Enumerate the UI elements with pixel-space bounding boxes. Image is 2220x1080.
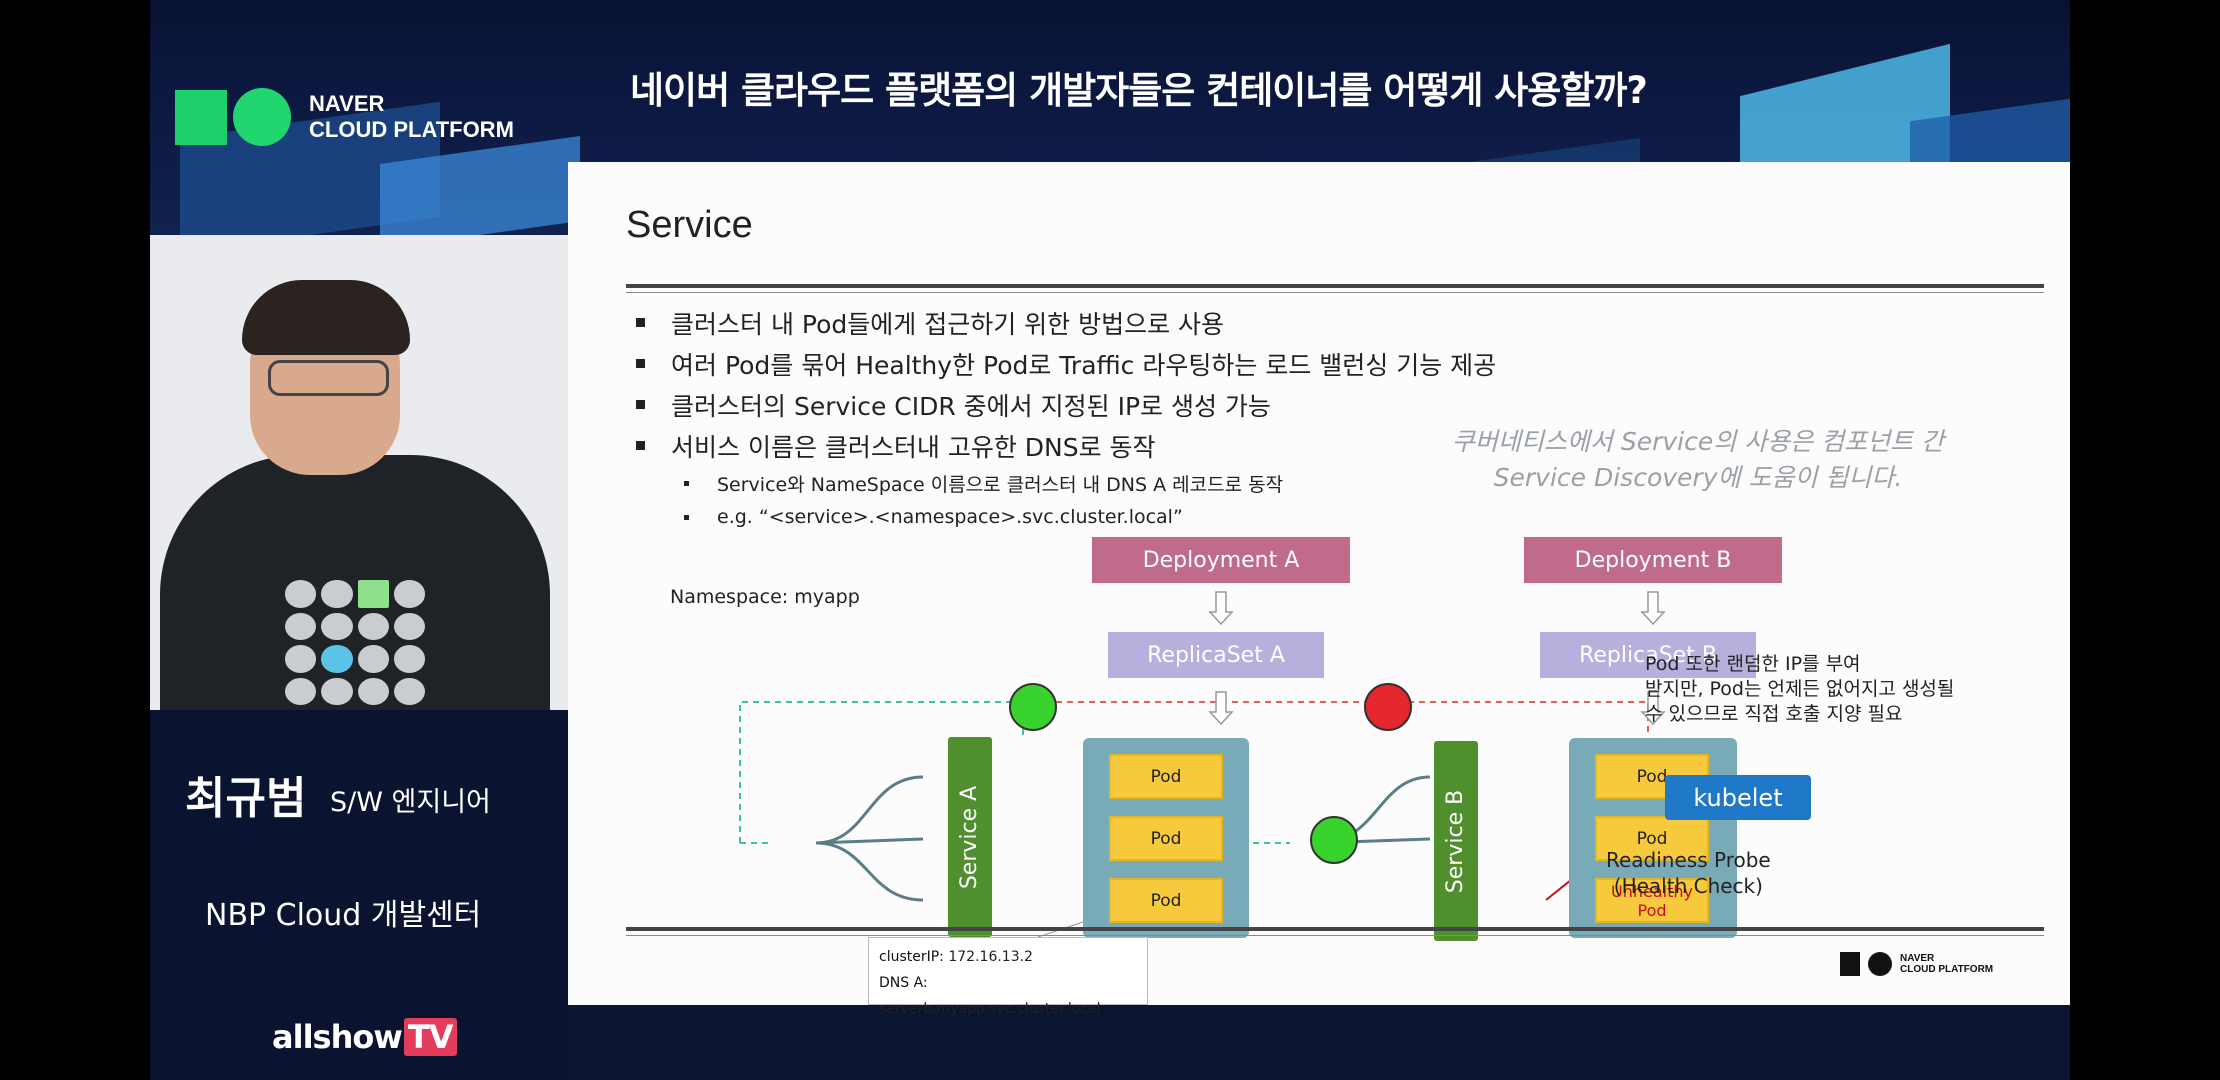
divider bbox=[626, 292, 2044, 293]
glasses-icon bbox=[268, 360, 389, 396]
pod-ip-note: Pod 또한 랜덤한 IP를 부여 받지만, Pod는 언제든 없어지고 생성될… bbox=[1645, 653, 1955, 725]
speaker-caption-panel bbox=[150, 710, 568, 1080]
speaker-body bbox=[160, 455, 550, 710]
tshirt-pattern bbox=[285, 580, 425, 705]
slide-title: Service bbox=[626, 204, 753, 246]
bullet-item: 클러스터 내 Pod들에게 접근하기 위한 방법으로 사용 bbox=[626, 302, 1496, 343]
pod-group-b: Pod Pod Unhealthy Pod bbox=[1569, 738, 1737, 938]
speaker-dept: NBP Cloud 개발센터 bbox=[205, 898, 482, 933]
video-title: 네이버 클라우드 플랫폼의 개발자들은 컨테이너를 어떻게 사용할까? bbox=[630, 69, 1648, 112]
diagram-connectors bbox=[739, 591, 1669, 938]
speaker-name: 최규범 bbox=[185, 773, 307, 824]
unhealthy-frown-icon bbox=[1364, 683, 1412, 731]
readiness-probe-label: Readiness Probe (Health Check) bbox=[1606, 848, 1771, 898]
healthy-smiley-icon bbox=[1009, 683, 1057, 731]
service-b-info-callout: clusterIP: 172.16.13.2 DNS A: serverb.my… bbox=[868, 937, 1148, 1017]
unhealthy-pod: Unhealthy Pod bbox=[1595, 878, 1709, 923]
replicaset-a-box: ReplicaSet A bbox=[1108, 632, 1324, 678]
namespace-label: Namespace: myapp bbox=[670, 586, 860, 608]
presentation-slide: Service 클러스터 내 Pod들에게 접근하기 위한 방법으로 사용 여러… bbox=[568, 162, 2070, 1017]
sub-bullet-item: Service와 NameSpace 이름으로 클러스터 내 DNS A 레코드… bbox=[626, 466, 1496, 500]
healthy-smiley-icon bbox=[1310, 816, 1358, 864]
divider bbox=[626, 935, 2044, 936]
video-frame: NAVER CLOUD PLATFORM 네이버 클라우드 플랫폼의 개발자들은… bbox=[150, 0, 2070, 1080]
speaker-role: S/W 엔지니어 bbox=[330, 787, 491, 818]
bullet-item: 서비스 이름은 클러스터내 고유한 DNS로 동작 bbox=[626, 425, 1496, 466]
logo-mark-icon bbox=[1840, 952, 1860, 976]
bullet-item: 여러 Pod를 묶어 Healthy한 Pod로 Traffic 라우팅하는 로… bbox=[626, 343, 1496, 384]
replicaset-b-box: ReplicaSet B bbox=[1540, 632, 1756, 678]
service-b: Service B bbox=[1434, 741, 1478, 941]
logo-mark-icon bbox=[175, 88, 291, 146]
logo-text: NAVER CLOUD PLATFORM bbox=[309, 91, 514, 142]
pod: Pod bbox=[1109, 816, 1223, 861]
pod: Pod bbox=[1109, 754, 1223, 799]
pod: Pod bbox=[1595, 816, 1709, 861]
deployment-b-box: Deployment B bbox=[1524, 537, 1782, 583]
sub-bullet-item: e.g. “<service>.<namespace>.svc.cluster.… bbox=[626, 500, 1496, 534]
naver-cloud-logo: NAVER CLOUD PLATFORM bbox=[175, 88, 514, 146]
slide-footer-logo: NAVER CLOUD PLATFORM bbox=[1840, 952, 1993, 976]
deployment-a-box: Deployment A bbox=[1092, 537, 1350, 583]
divider bbox=[626, 927, 2044, 931]
logo-mark-icon bbox=[1868, 952, 1892, 976]
kubelet-box: kubelet bbox=[1665, 775, 1811, 820]
bullet-item: 클러스터의 Service CIDR 중에서 지정된 IP로 생성 가능 bbox=[626, 384, 1496, 425]
pod-group-a: Pod Pod Pod bbox=[1083, 738, 1249, 938]
bullet-list: 클러스터 내 Pod들에게 접근하기 위한 방법으로 사용 여러 Pod를 묶어… bbox=[626, 302, 1496, 534]
divider bbox=[626, 284, 2044, 288]
speaker-camera bbox=[150, 235, 568, 710]
speaker-hair bbox=[242, 280, 410, 355]
presenter-note: 쿠버네티스에서 Service의 사용은 컴포넌트 간 Service Disc… bbox=[1451, 427, 1945, 492]
service-a: Service A bbox=[948, 737, 992, 937]
pod: Pod bbox=[1109, 878, 1223, 923]
